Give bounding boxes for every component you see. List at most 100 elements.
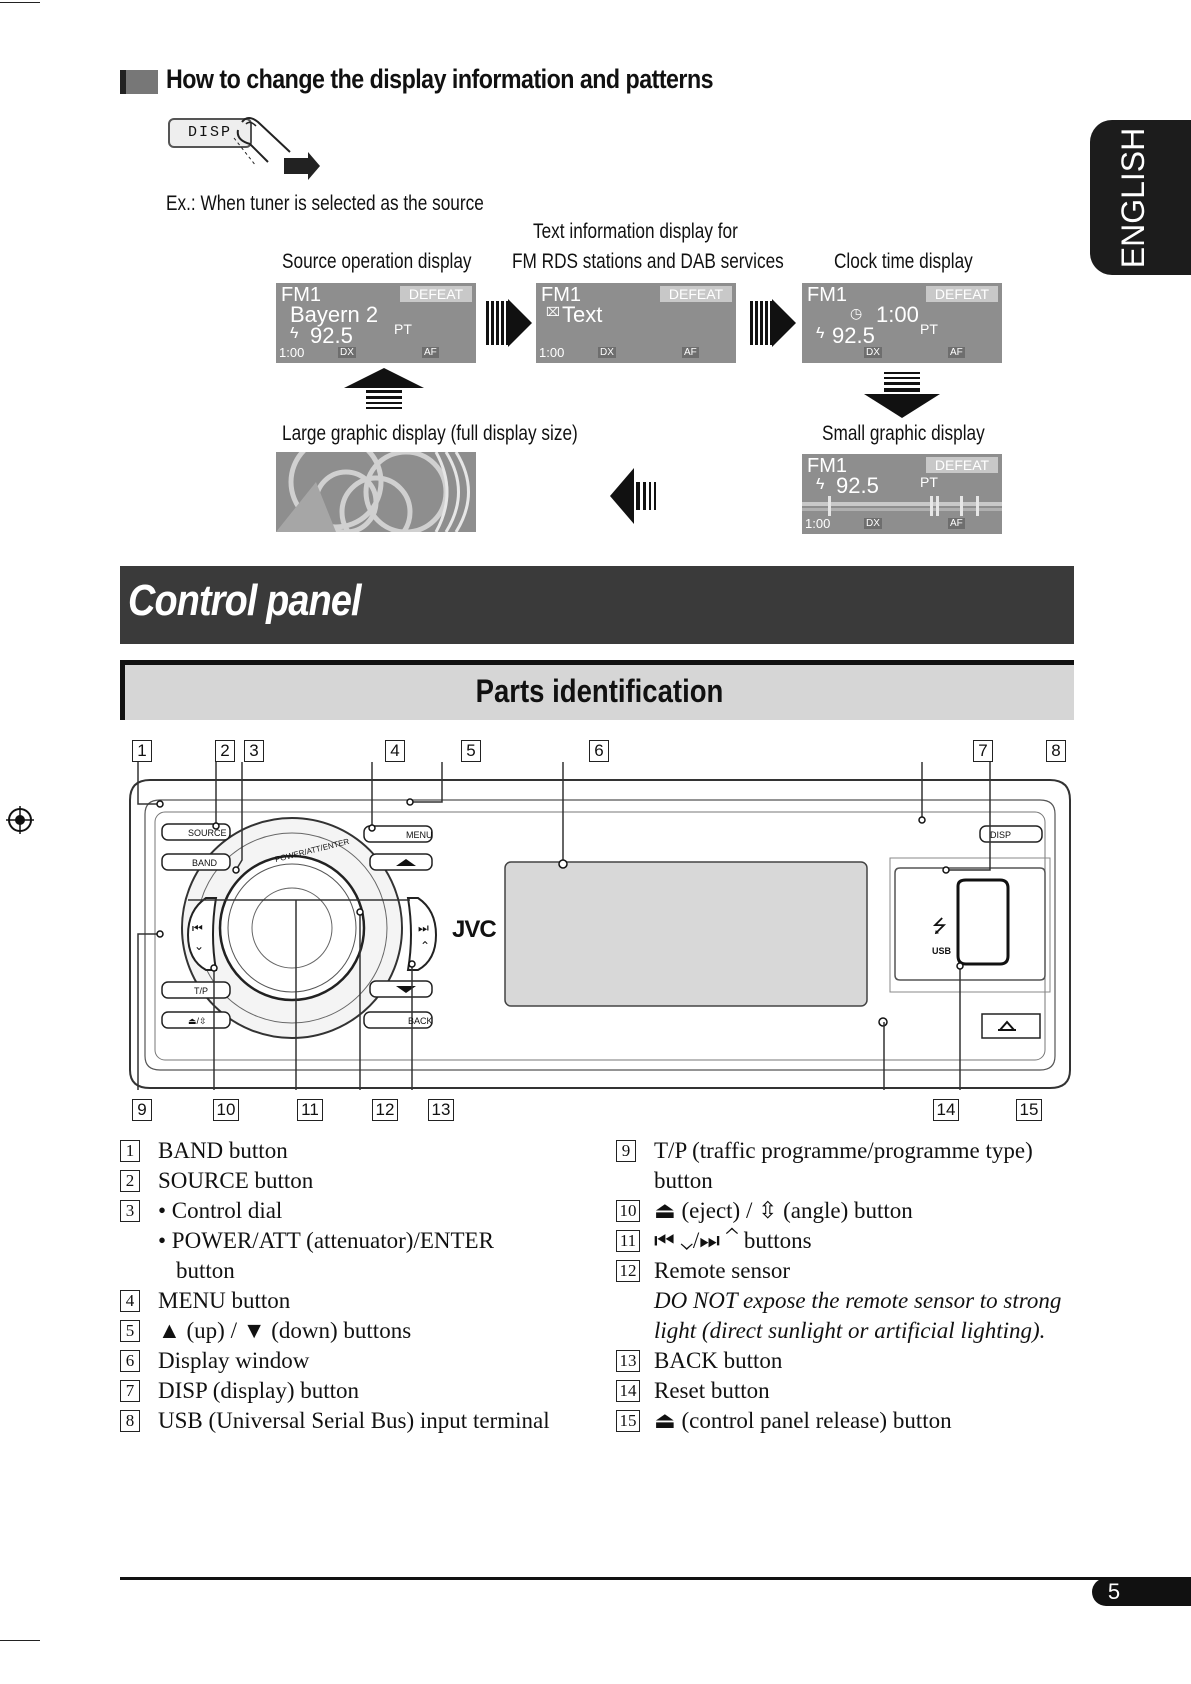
- crop-mark: [0, 1640, 40, 1641]
- callout-3: 3: [244, 740, 264, 762]
- arrow-left-icon: [610, 468, 656, 524]
- section-title: How to change the display information an…: [166, 64, 714, 94]
- lcd-pt: PT: [920, 321, 938, 337]
- section-marker-icon: [120, 70, 158, 94]
- large-graphic-display: [276, 452, 476, 532]
- disp-button: DISP: [990, 830, 1012, 840]
- callout-9: 9: [132, 1099, 152, 1121]
- lcd-clock: 1:00: [539, 345, 565, 360]
- arrow-right-icon: [508, 299, 532, 347]
- part-num: 9: [616, 1140, 636, 1162]
- part-num: 11: [616, 1230, 640, 1252]
- part-num: 10: [616, 1200, 640, 1222]
- callout-5: 5: [461, 740, 481, 762]
- eject-angle-button-icon: ⏏/⇳: [188, 1016, 207, 1026]
- crop-mark: [0, 2, 40, 3]
- caption-source-operation: Source operation display: [282, 250, 472, 273]
- part-num: 2: [120, 1170, 140, 1192]
- lcd-frequency: 92.5: [310, 323, 353, 348]
- part-text: SOURCE button: [158, 1168, 314, 1193]
- lcd-defeat: DEFEAT: [660, 286, 732, 302]
- part-num: 8: [120, 1410, 140, 1432]
- lcd-af: AF: [682, 347, 699, 358]
- part-text: MENU button: [158, 1288, 291, 1313]
- part-num: 7: [120, 1380, 140, 1402]
- part-text: ⏏ (eject) / ⇳ (angle) button: [654, 1198, 913, 1223]
- part-num: 13: [616, 1350, 640, 1372]
- part-text: • POWER/ATT (attenuator)/ENTER: [158, 1228, 494, 1253]
- callout-10: 10: [213, 1099, 239, 1121]
- part-text: Reset button: [654, 1378, 770, 1403]
- part-text: Display window: [158, 1348, 310, 1373]
- callout-4: 4: [385, 740, 405, 762]
- part-text: ⏏ (control panel release) button: [654, 1408, 952, 1433]
- usb-terminal: USB: [932, 946, 952, 956]
- arrow-stripes: [486, 301, 508, 345]
- callout-14: 14: [933, 1099, 959, 1121]
- lcd-af: AF: [948, 518, 965, 529]
- lcd-defeat: DEFEAT: [400, 286, 472, 302]
- control-panel-banner: Control panel: [120, 566, 1074, 644]
- lcd-frequency: 92.5: [836, 473, 879, 498]
- control-panel-diagram: ⏮ ⌄ ⏭ ⌃ ⭍: [129, 762, 1071, 1090]
- lcd-text-info: FM1 DEFEAT ⌧ Text 1:00 DX AF: [536, 283, 736, 363]
- part-text: Remote sensor: [654, 1258, 791, 1283]
- part-text: • Control dial: [158, 1198, 283, 1223]
- part-text: DISP (display) button: [158, 1378, 360, 1403]
- lcd-clock: 1:00: [805, 516, 831, 531]
- parts-identification-banner: Parts identification: [120, 660, 1074, 720]
- clock-icon: ◷: [850, 305, 863, 321]
- callout-13: 13: [428, 1099, 454, 1121]
- svg-text:⏮: ⏮: [192, 921, 203, 935]
- svg-text:⭍: ⭍: [932, 916, 947, 937]
- part-num: 14: [616, 1380, 640, 1402]
- lcd-pt: PT: [394, 321, 412, 337]
- lcd-band: FM1: [541, 284, 581, 306]
- caption-large-graphic: Large graphic display (full display size…: [282, 422, 578, 445]
- lcd-band: FM1: [281, 284, 321, 306]
- part-text: ⏮ ⌄/⏭ ⌃ buttons: [654, 1228, 812, 1253]
- svg-text:⌃: ⌃: [420, 939, 430, 953]
- tp-button: T/P: [194, 986, 209, 996]
- arrow-down-icon: [864, 372, 940, 418]
- lcd-clock-big: 1:00: [876, 302, 919, 327]
- callout-7: 7: [973, 740, 993, 762]
- part-num: 1: [120, 1140, 140, 1162]
- lcd-band: FM1: [807, 284, 847, 306]
- lcd-station: Bayern 2: [290, 302, 379, 327]
- level-meter-graphic: [802, 496, 1002, 516]
- lcd-dx: DX: [598, 347, 616, 358]
- signal-icon: ϟ: [816, 325, 825, 342]
- part-text: USB (Universal Serial Bus) input termina…: [158, 1408, 550, 1433]
- callout-2: 2: [215, 740, 235, 762]
- lcd-text: Text: [562, 302, 603, 327]
- callout-12: 12: [372, 1099, 398, 1121]
- caption-text-info-1: Text information display for: [533, 220, 738, 243]
- lcd-af: AF: [948, 347, 965, 358]
- jvc-logo: JVC: [452, 916, 497, 943]
- part-text: ▲ (up) / ▼ (down) buttons: [158, 1318, 412, 1343]
- lcd-af: AF: [422, 347, 439, 358]
- lcd-dx: DX: [338, 347, 356, 358]
- lcd-dx: DX: [864, 347, 882, 358]
- caption-small-graphic: Small graphic display: [822, 422, 985, 445]
- part-warning: DO NOT expose the remote sensor to stron…: [654, 1288, 1062, 1313]
- lcd-band: FM1: [807, 455, 847, 477]
- example-caption: Ex.: When tuner is selected as the sourc…: [166, 192, 484, 215]
- footer-rule: [120, 1577, 1191, 1580]
- control-panel-title: Control panel: [128, 576, 362, 625]
- page-number-tab: [1092, 1578, 1191, 1606]
- caption-text-info-2: FM RDS stations and DAB services: [512, 250, 784, 273]
- part-num: 3: [120, 1200, 140, 1222]
- signal-icon: ϟ: [290, 325, 299, 342]
- callout-6: 6: [589, 740, 609, 762]
- lcd-clock-time: FM1 DEFEAT ◷ 1:00 ϟ 92.5 PT DX AF: [802, 283, 1002, 363]
- menu-button: MENU: [406, 830, 433, 840]
- text-tag-icon: ⌧: [546, 305, 560, 319]
- lcd-defeat: DEFEAT: [926, 457, 998, 473]
- part-num: 4: [120, 1290, 140, 1312]
- callout-1: 1: [132, 740, 152, 762]
- part-num: 6: [120, 1350, 140, 1372]
- svg-text:⌄: ⌄: [194, 939, 204, 953]
- part-num: 15: [616, 1410, 640, 1432]
